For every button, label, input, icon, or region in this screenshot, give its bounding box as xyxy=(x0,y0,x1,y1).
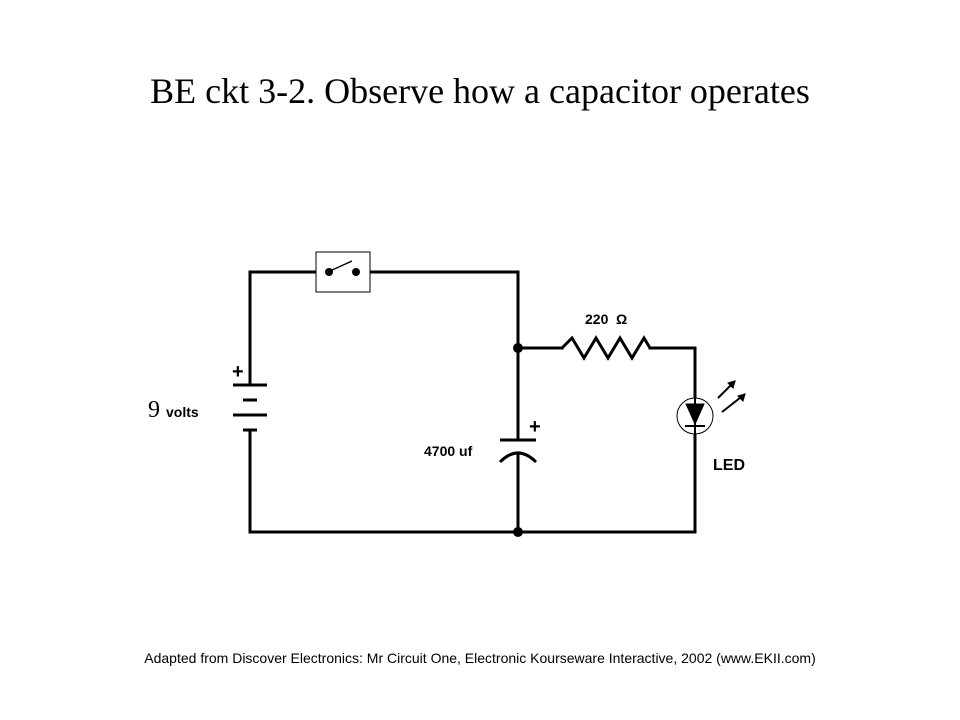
resistor-unit-label: Ω xyxy=(616,311,627,327)
junction-dot-bottom xyxy=(513,527,523,537)
battery-value-unit: volts xyxy=(166,404,199,420)
led-symbol xyxy=(676,380,746,435)
source-credit: Adapted from Discover Electronics: Mr Ci… xyxy=(144,650,816,666)
capacitor-value-label: 4700 uf xyxy=(424,443,473,459)
junction-dot-top xyxy=(513,343,523,353)
switch-symbol xyxy=(315,251,371,293)
led-label: LED xyxy=(713,457,745,474)
battery-value-number: 9 xyxy=(148,397,160,423)
resistor-symbol xyxy=(560,335,652,361)
page-title: BE ckt 3-2. Observe how a capacitor oper… xyxy=(150,71,810,111)
capacitor-symbol xyxy=(498,438,538,464)
capacitor-plus-label: + xyxy=(529,416,541,438)
battery-symbol xyxy=(233,383,267,432)
battery-plus-label: + xyxy=(232,361,244,383)
resistor-value-label: 220 xyxy=(585,311,609,327)
